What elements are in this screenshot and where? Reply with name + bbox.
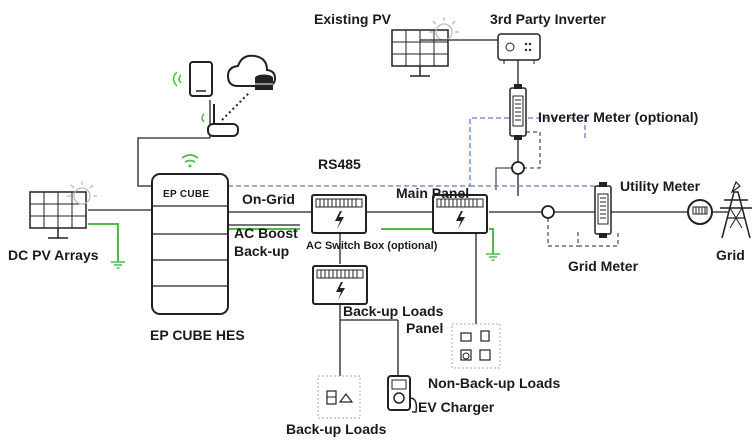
cloud-database bbox=[226, 54, 277, 90]
ev-charger-label: EV Charger bbox=[418, 399, 495, 415]
non-backup-loads bbox=[451, 323, 501, 369]
grid-meter-label: Grid Meter bbox=[568, 258, 639, 274]
dc-pv-arrays bbox=[29, 180, 98, 239]
backup-loads-panel bbox=[312, 265, 368, 305]
third-party-inverter bbox=[497, 33, 541, 64]
on-grid-label: On-Grid bbox=[242, 191, 295, 207]
ac-boost-label: AC Boost bbox=[234, 225, 298, 241]
ep-cube-brand: EP CUBE bbox=[163, 189, 210, 200]
non-backup-loads-label: Non-Back-up Loads bbox=[428, 375, 561, 391]
utility-meter-label: Utility Meter bbox=[620, 178, 701, 194]
router bbox=[201, 104, 239, 137]
rs485-label: RS485 bbox=[318, 156, 361, 172]
existing-pv-label: Existing PV bbox=[314, 11, 392, 27]
ac-switch-box bbox=[311, 194, 367, 234]
backup-loads-label: Back-up Loads bbox=[286, 421, 387, 437]
dc-pv-arrays-label: DC PV Arrays bbox=[8, 247, 99, 263]
cloud-link bbox=[221, 91, 251, 121]
back-up-label: Back-up bbox=[234, 243, 290, 259]
transmission-tower bbox=[720, 180, 752, 239]
existing-pv bbox=[391, 16, 498, 77]
ep-cube-hes-label: EP CUBE HES bbox=[150, 327, 245, 343]
backup-loads bbox=[317, 375, 361, 419]
grid-meter bbox=[541, 181, 612, 239]
utility-meter bbox=[687, 199, 713, 225]
backup-loads-panel-label-1: Back-up Loads bbox=[343, 303, 444, 319]
main-panel-label: Main Panel bbox=[396, 185, 470, 201]
ev-charger bbox=[387, 375, 418, 413]
ep-cube-hes bbox=[151, 154, 229, 315]
inverter-meter bbox=[509, 83, 527, 175]
backup-loads-panel-label-2: Panel bbox=[406, 320, 444, 336]
smartphone bbox=[172, 61, 213, 97]
inverter-meter-label: Inverter Meter (optional) bbox=[538, 109, 699, 125]
ac-switch-box-label: AC Switch Box (optional) bbox=[306, 240, 438, 252]
third-party-inverter-label: 3rd Party Inverter bbox=[490, 11, 606, 27]
grid-label: Grid bbox=[716, 247, 745, 263]
